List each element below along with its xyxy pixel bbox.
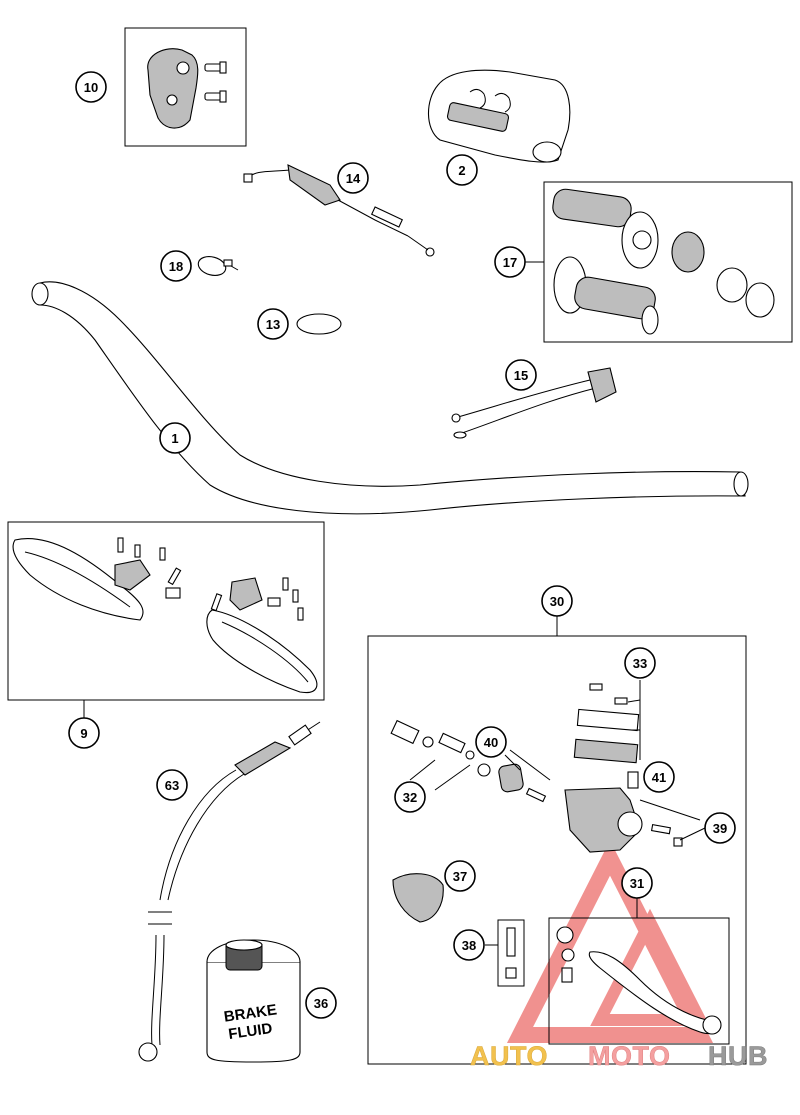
callout-36: 36 (305, 987, 337, 1019)
svg-text:9: 9 (80, 726, 87, 741)
callout-9: 9 (68, 717, 100, 749)
brake-fluid-label-2: FLUID (227, 1020, 273, 1043)
svg-text:37: 37 (453, 869, 467, 884)
svg-text:1: 1 (171, 431, 178, 446)
callout-30: 30 (541, 585, 573, 617)
o-ring (296, 313, 342, 335)
svg-text:31: 31 (630, 876, 644, 891)
svg-text:13: 13 (266, 317, 280, 332)
handguards-group (7, 521, 325, 701)
svg-text:32: 32 (403, 790, 417, 805)
callout-37: 37 (444, 860, 476, 892)
callout-32: 32 (394, 781, 426, 813)
callout-17: 17 (494, 246, 544, 278)
brake-line (138, 721, 321, 1062)
watermark-moto: MOTO (588, 1041, 671, 1071)
svg-text:36: 36 (314, 996, 328, 1011)
svg-text:17: 17 (503, 255, 517, 270)
brake-master-cylinder-group (367, 615, 747, 1065)
grips-group (543, 181, 793, 343)
svg-text:41: 41 (652, 770, 666, 785)
svg-text:40: 40 (484, 735, 498, 750)
callout-41: 41 (643, 761, 675, 793)
callout-40: 40 (475, 726, 507, 758)
callout-13: 13 (257, 308, 289, 340)
callout-38: 38 (453, 929, 498, 961)
watermark-hub: HUB (708, 1041, 768, 1071)
svg-text:38: 38 (462, 938, 476, 953)
callout-18: 18 (160, 250, 192, 282)
callout-14: 14 (337, 162, 369, 194)
svg-text:39: 39 (713, 821, 727, 836)
throttle-cable (243, 164, 435, 257)
svg-text:15: 15 (514, 368, 528, 383)
svg-text:10: 10 (84, 80, 98, 95)
callout-10: 10 (75, 71, 107, 103)
callout-39: 39 (704, 812, 736, 844)
svg-text:33: 33 (633, 656, 647, 671)
callout-1: 1 (159, 422, 191, 454)
callout-33: 33 (624, 647, 656, 679)
switch-housing-group (124, 27, 247, 147)
callout-2: 2 (446, 154, 478, 186)
svg-text:14: 14 (346, 171, 361, 186)
callout-31: 31 (621, 867, 653, 899)
bar-pad (427, 69, 571, 163)
kill-switch (451, 367, 617, 439)
svg-text:2: 2 (458, 163, 465, 178)
watermark: AUTO MOTO HUB (470, 1041, 768, 1072)
svg-text:63: 63 (165, 778, 179, 793)
svg-text:18: 18 (169, 259, 183, 274)
cable-tie (197, 256, 239, 276)
callout-15: 15 (505, 359, 537, 391)
callout-63: 63 (156, 769, 188, 801)
brake-fluid-bottle: BRAKE FLUID (206, 939, 301, 1063)
watermark-auto: AUTO (470, 1041, 548, 1071)
svg-text:30: 30 (550, 594, 564, 609)
